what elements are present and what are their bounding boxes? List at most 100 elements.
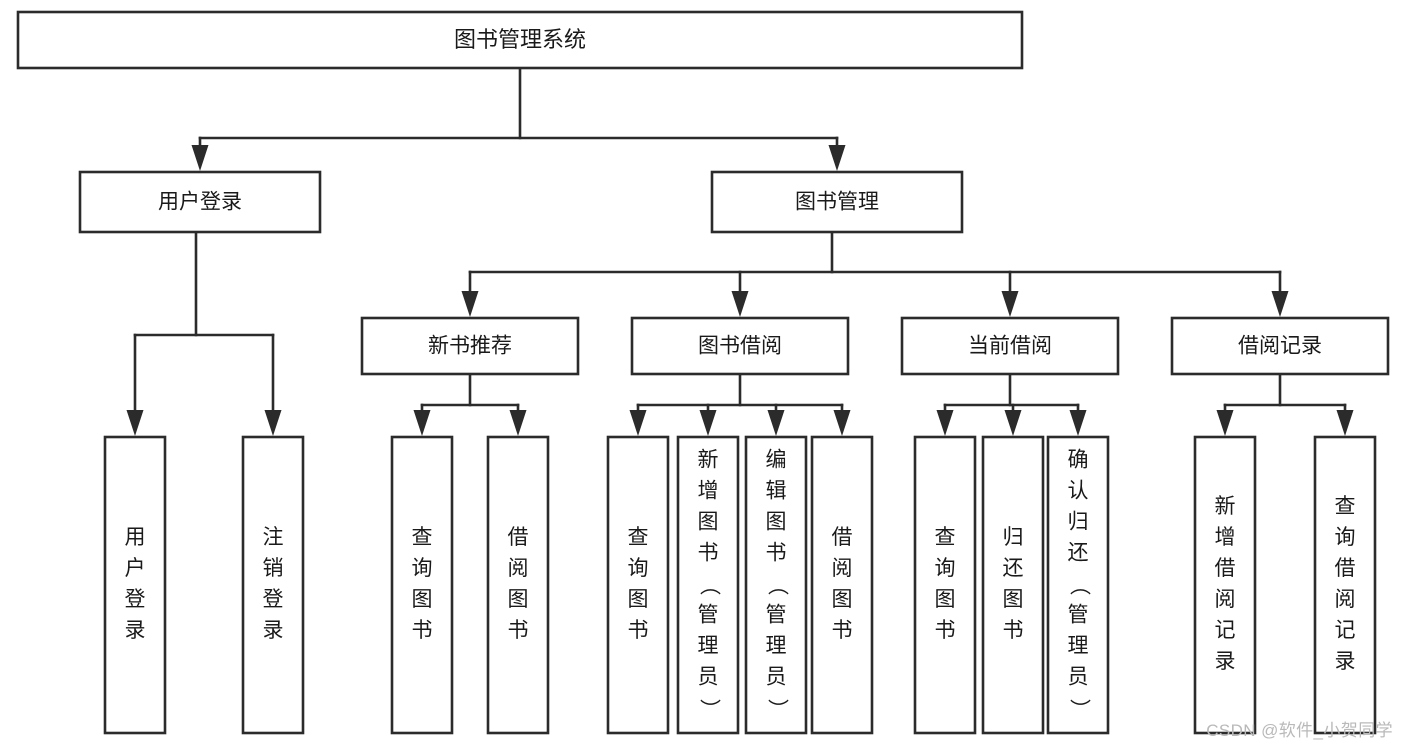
node-label-char: 管 — [766, 604, 787, 627]
arrowhead-icon — [629, 410, 647, 436]
node-box — [103, 435, 167, 735]
arrowhead-icon — [1001, 291, 1019, 317]
node-label-char: 图 — [935, 588, 956, 611]
node-label-char: 归 — [1068, 511, 1089, 534]
node-label-char: 阅 — [1335, 588, 1356, 611]
arrowhead-icon — [1271, 291, 1289, 317]
node-box — [630, 316, 850, 376]
node-label-char: 查 — [628, 526, 649, 549]
node-label-char: 书 — [412, 619, 433, 642]
node-box — [390, 435, 454, 735]
node-box — [241, 435, 305, 735]
node-label-char: 查 — [412, 526, 433, 549]
nodes-layer: 图书管理系统用户登录图书管理新书推荐图书借阅当前借阅借阅记录用户登录注销登录查询… — [16, 10, 1390, 735]
arrowhead-icon — [699, 410, 717, 436]
node-box — [78, 170, 322, 234]
node-level2[interactable]: 用户登录 — [78, 170, 322, 234]
arrowhead-icon — [461, 291, 479, 317]
node-level3[interactable]: 借阅记录 — [1170, 316, 1390, 376]
node-label-char: 员 — [698, 666, 719, 689]
node-label-char: 确 — [1068, 449, 1089, 472]
node-label-char: 询 — [412, 557, 433, 580]
node-label-char: ） — [765, 699, 788, 720]
node-label-char: 理 — [1068, 635, 1089, 658]
node-label-char: 书 — [698, 542, 719, 565]
node-box — [900, 316, 1120, 376]
arrowhead-icon — [509, 410, 527, 436]
node-label-char: 录 — [263, 619, 284, 642]
node-label-char: 增 — [698, 480, 719, 503]
node-label-char: 书 — [508, 619, 529, 642]
node-label-char: 查 — [935, 526, 956, 549]
node-label-char: 书 — [1003, 619, 1024, 642]
arrowhead-icon — [767, 410, 785, 436]
node-box — [1046, 435, 1110, 735]
node-box — [360, 316, 580, 376]
node-label-char: 注 — [263, 526, 284, 549]
node-label-char: 销 — [263, 557, 284, 580]
arrowhead-icon — [936, 410, 954, 436]
node-label-char: 登 — [125, 588, 146, 611]
node-label-char: 理 — [766, 635, 787, 658]
node-label-char: 图 — [1003, 588, 1024, 611]
node-level2[interactable]: 图书管理 — [710, 170, 964, 234]
node-label-char: 图 — [698, 511, 719, 534]
node-label-char: 录 — [125, 619, 146, 642]
node-label-char: 员 — [766, 666, 787, 689]
node-label-char: 录 — [1335, 650, 1356, 673]
node-label-char: 认 — [1068, 480, 1089, 503]
node-label-char: 新 — [1215, 495, 1236, 518]
node-box — [1313, 435, 1377, 735]
node-label-char: 新 — [698, 449, 719, 472]
node-leaf[interactable]: 用户登录 — [103, 435, 167, 735]
node-label-char: （ — [1067, 575, 1090, 596]
node-label-char: 图 — [412, 588, 433, 611]
node-label: 用户登录 — [158, 191, 242, 214]
arrowhead-icon — [1004, 410, 1022, 436]
node-label: 图书管理系统 — [454, 27, 586, 52]
node-label-char: 询 — [935, 557, 956, 580]
node-label-char: 书 — [832, 619, 853, 642]
node-label-char: 用 — [125, 526, 146, 549]
node-label-char: 图 — [628, 588, 649, 611]
node-label-char: 还 — [1068, 542, 1089, 565]
node-label-char: 借 — [1335, 557, 1356, 580]
node-level3[interactable]: 新书推荐 — [360, 316, 580, 376]
arrowhead-icon — [191, 145, 209, 171]
node-label: 新书推荐 — [428, 335, 512, 358]
node-box — [810, 435, 874, 735]
node-label-char: 书 — [628, 619, 649, 642]
node-root-图书管理系统[interactable]: 图书管理系统 — [16, 10, 1024, 70]
node-level3[interactable]: 图书借阅 — [630, 316, 850, 376]
watermark-label: CSDN @软件_小贺同学 — [1206, 721, 1393, 740]
node-label-char: （ — [765, 575, 788, 596]
node-level3[interactable]: 当前借阅 — [900, 316, 1120, 376]
node-label-char: 增 — [1215, 526, 1236, 549]
node-box — [486, 435, 550, 735]
arrowhead-icon — [126, 410, 144, 436]
node-box — [744, 435, 808, 735]
node-box — [913, 435, 977, 735]
node-label-char: 记 — [1335, 619, 1356, 642]
node-label-char: 管 — [1068, 604, 1089, 627]
node-label-char: 阅 — [1215, 588, 1236, 611]
node-label-char: 登 — [263, 588, 284, 611]
node-label-char: 辑 — [766, 480, 787, 503]
node-label-char: 查 — [1335, 495, 1356, 518]
node-box — [710, 170, 964, 234]
node-label-char: 归 — [1003, 526, 1024, 549]
node-label: 图书借阅 — [698, 335, 782, 358]
